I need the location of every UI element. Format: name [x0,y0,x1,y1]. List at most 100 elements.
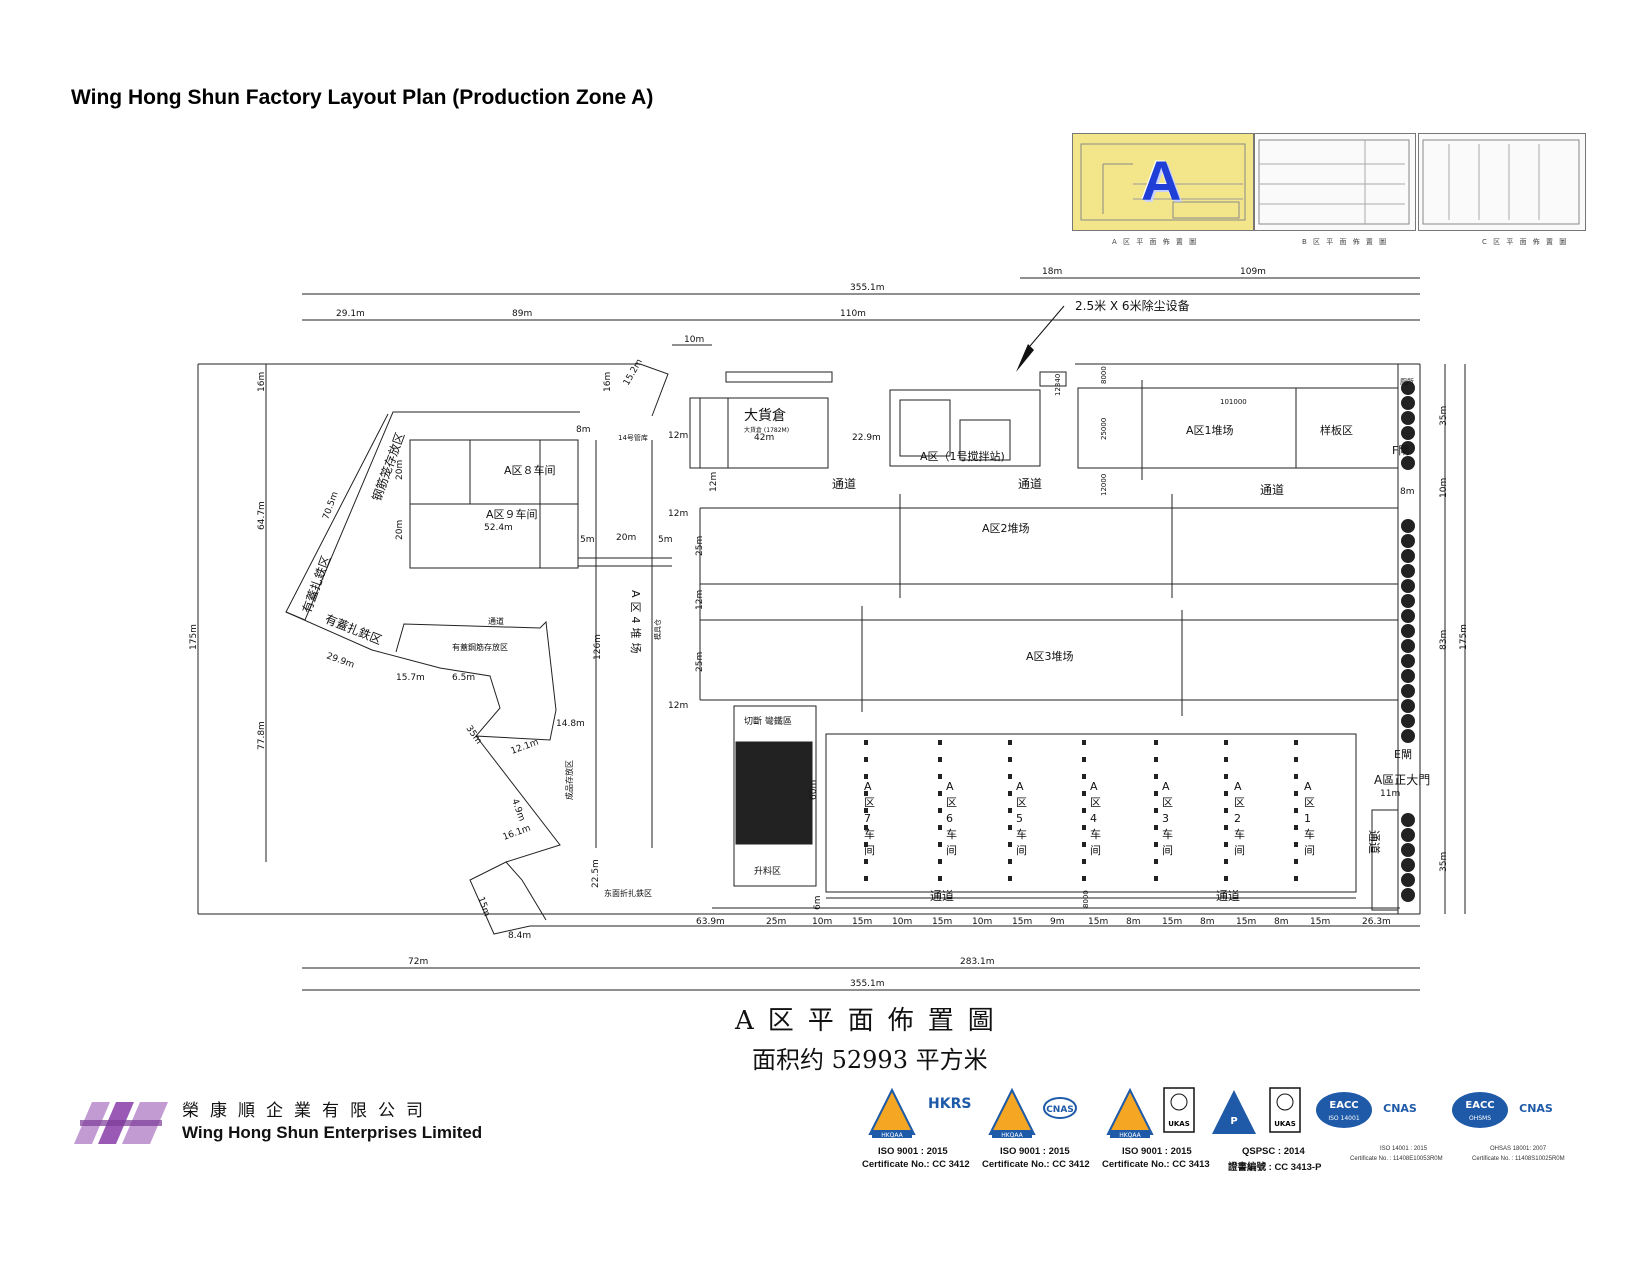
thumbnail-zone-a[interactable]: A [1072,133,1254,231]
thumbnail-c-sketch [1422,139,1580,225]
dim-52-4: 52.4m [484,523,513,533]
dim-15-2: 15.2m [622,358,645,388]
zone-workshop-label-char: 间 [1234,844,1245,857]
dim-126: 126m [593,634,603,660]
company-name-cn: 榮康順企業有限公司 [182,1101,434,1121]
dim-175-right: 175m [1459,624,1469,650]
zone-workshop-label-char: 间 [1090,844,1101,857]
dim-12-b: 12m [709,472,719,492]
equipment-circle-icon [1401,519,1415,533]
label-zone-9: A区９车间 [486,507,538,521]
equipment-circle-icon [1401,858,1415,872]
cert-5-no: Certificate No. : 11408E10053R0M [1350,1156,1443,1162]
ukas-icon: UKAS [1163,1087,1195,1133]
equipment-circle-icon [1401,381,1415,395]
dim-20-c: 20m [616,533,636,543]
label-passage-5: 通道 [1216,889,1240,903]
label-covered-steel-a: 有蓋扎鉄区 [299,553,334,615]
hkqaa-text-2: HKQAA [1001,1132,1023,1139]
dim-63-9: 63.9m [696,917,725,927]
dim-283-1: 283.1m [960,957,995,967]
equipment-circle-icon [1401,396,1415,410]
company-block: 榮康順企業有限公司 Wing Hong Shun Enterprises Lim… [70,1096,500,1148]
ukas-icon-2: UKAS [1269,1087,1301,1133]
cnas-text: CNAS [1046,1105,1074,1115]
zone-workshop-label-char: A [1090,780,1098,793]
zone-workshop-label-char: 车 [1162,827,1173,841]
zone-workshop-label-char: A [1304,780,1312,793]
label-east-yard: 东面折扎鉄区 [604,888,652,898]
equipment-circle-icon [1401,888,1415,902]
dim-12-e: 12m [668,701,688,711]
company-logo-icon [74,1102,168,1144]
cert-4-no: 證書編號 : CC 3413-P [1228,1162,1322,1173]
dim-6: 6m [813,896,823,911]
dim-12-d: 12m [695,590,705,610]
thumbnail-b-sketch [1258,139,1410,225]
dim-10-right: 10m [1439,478,1449,498]
dim-12340: 12340 [1054,374,1062,396]
equipment-circle-icon [1401,669,1415,683]
dim-25-b: 25m [695,652,705,672]
label-lift-area: 升料区 [754,865,781,877]
zone-workshop-label-char: 3 [1162,812,1169,825]
page-title: Wing Hong Shun Factory Layout Plan (Prod… [71,86,654,109]
label-passage-4: 通道 [930,889,954,903]
label-no14: 14号管库 [618,433,648,442]
zone-workshop-label-char: 7 [864,812,871,825]
zone-workshop-label-char: A [864,780,872,793]
plan-caption: A区平面佈置圖 [735,1006,1008,1036]
thumbnail-a-sketch [1080,143,1246,221]
equipment-circle-icon [1401,441,1415,455]
label-big-warehouse-sub: 大貨倉 (1782M) [744,426,789,434]
cert-6-no: Certificate No. : 11408S10025R0M [1472,1156,1565,1162]
cert-6-name: OHSAS 18001: 2007 [1490,1146,1547,1152]
dim-70-5: 70.5m [321,491,340,521]
dim-18: 18m [1042,267,1062,277]
eacc-ohsms-icon: EACC OHSMS CNAS [1452,1092,1553,1128]
cert-4-name: QSPSC : 2014 [1242,1146,1305,1157]
equipment-circle-icon [1401,873,1415,887]
label-yard-1: A区1堆场 [1186,423,1234,437]
label-main-gate: A區正大門 [1374,773,1430,787]
dim-10-top: 10m [684,335,704,345]
hkrs-icon: HKRS [928,1096,971,1112]
zone-thumbnails: A A 区 平 面 佈 置 圖 B 区 平 面 佈 置 圖 C 区 平 面 佈 … [1072,133,1592,253]
dim-5-b: 5m [658,535,673,545]
label-yard-2: A区2堆场 [982,521,1030,535]
zone-workshop-label-char: 区 [864,796,875,809]
dim-8-b: 8m [1400,487,1415,497]
zone-workshop-label-char: 间 [1162,844,1173,857]
label-finished-storage: 成品存放区 [564,760,574,800]
thumbnail-zone-b[interactable] [1254,133,1416,231]
dim-83: 83m [1439,630,1449,650]
dim-16-left: 16m [257,372,267,392]
zone-workshop-label-char: A [1162,780,1170,793]
label-gate-f: F閘 [1392,444,1409,457]
dim-bottom-row: 15m [1012,917,1032,927]
zone-workshop-label-char: 车 [1016,827,1027,841]
ukas-text-2: UKAS [1274,1120,1296,1128]
dim-bottom-row: 10m [812,917,832,927]
dim-bottom-row: 15m [852,917,872,927]
zone-workshop-label-char: 间 [946,844,957,857]
zone-workshop-label-char: 5 [1016,812,1023,825]
zone-workshop-label-char: 车 [864,827,875,841]
thumbnail-zone-c[interactable] [1418,133,1586,231]
equipment-circle-icon [1401,828,1415,842]
equipment-circle-icon [1401,549,1415,563]
dim-8-a: 8m [576,425,591,435]
certifications: HKQAA HKRS HKQAA CNAS HKQAA UKAS P [860,1084,1580,1174]
label-dust-equipment: 2.5米 X 6米除尘设备 [1075,298,1190,313]
hkrs-text: HKRS [928,1096,971,1112]
dim-bottom-row: 15m [1162,917,1182,927]
dim-35-r2: 35m [1439,852,1449,872]
dim-5-a: 5m [580,535,595,545]
equipment-circle-icon [1401,609,1415,623]
zone-workshop-label-char: A [1234,780,1242,793]
dim-12-1: 12.1m [510,738,540,757]
equipment-circle-icon [1401,534,1415,548]
equipment-circle-icon [1401,456,1415,470]
dim-355-bottom: 355.1m [850,979,885,989]
